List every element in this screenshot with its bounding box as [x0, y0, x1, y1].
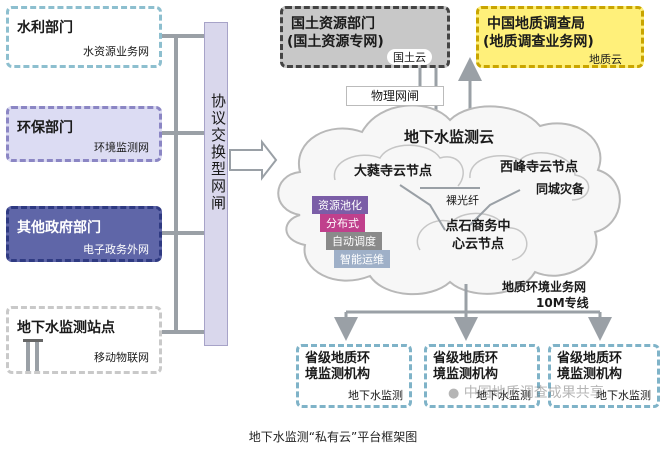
- gateway-arrow: [229, 139, 278, 181]
- network-line1: 地质环境业务网: [502, 280, 587, 294]
- protocol-gateway: 协议交换型网闸: [204, 22, 228, 346]
- cloud-node-dahui: 大蕤寺云节点: [354, 164, 433, 179]
- geo-survey-box: 中国地质调查局 (地质调查业务网) 地质云: [476, 6, 644, 68]
- land-sub: (国土资源专网): [287, 34, 384, 50]
- watermark: ● 中国地质调查成果共享: [448, 382, 604, 402]
- feature-smart-ops: 智能运维: [334, 250, 390, 268]
- geo-sub: (地质调查业务网): [483, 34, 594, 50]
- province-title: 省级地质环 境监测机构: [305, 351, 371, 382]
- province-title: 省级地质环 境监测机构: [557, 351, 623, 382]
- left-connectors: [160, 34, 206, 334]
- source-title: 地下水监测站点: [17, 320, 115, 336]
- source-box-env: 环保部门 环境监测网: [6, 106, 162, 162]
- land-resources-box: 国土资源部门 (国土资源专网) 国土云: [280, 6, 450, 68]
- physical-gateway: 物理网闸: [346, 86, 444, 106]
- well-icon: [23, 337, 43, 373]
- cloud-node-xifeng: 西峰寺云节点: [500, 160, 579, 175]
- figure-caption: 地下水监测“私有云”平台框架图: [248, 430, 418, 444]
- source-sub: 水资源业务网: [83, 45, 149, 58]
- source-box-gov: 其他政府部门 电子政务外网: [6, 206, 162, 262]
- land-title: 国土资源部门: [291, 16, 375, 32]
- source-title: 其他政府部门: [17, 220, 101, 236]
- network-line2: 10M专线: [536, 296, 589, 310]
- province-sub: 地下水监测: [476, 389, 531, 402]
- cloud-node-dianshi: 点石商务中 心云节点: [445, 219, 511, 252]
- province-sub: 地下水监测: [348, 389, 403, 402]
- cloud-title: 地下水监测云: [404, 128, 495, 146]
- geo-title: 中国地质调查局: [487, 16, 585, 32]
- geo-cloud-label: 地质云: [589, 53, 622, 66]
- land-cloud-label: 国土云: [387, 49, 432, 65]
- watermark-text: 中国地质调查成果共享: [463, 385, 604, 401]
- backup-label: 同城灾备: [536, 182, 585, 196]
- source-box-water: 水利部门 水资源业务网: [6, 6, 162, 68]
- fiber-links: [399, 184, 521, 231]
- source-sub: 移动物联网: [94, 351, 149, 364]
- province-title: 省级地质环 境监测机构: [433, 351, 499, 382]
- source-title: 水利部门: [17, 20, 73, 36]
- province-box-2: 省级地质环 境监测机构 地下水监测: [424, 344, 540, 408]
- feature-distributed: 分布式: [320, 214, 365, 232]
- source-title: 环保部门: [17, 120, 73, 136]
- source-sub: 电子政务外网: [83, 243, 149, 256]
- province-sub: 地下水监测: [596, 389, 651, 402]
- fiber-label: 裸光纤: [446, 194, 479, 207]
- wechat-icon: ●: [448, 386, 460, 401]
- feature-resource-pool: 资源池化: [312, 196, 368, 214]
- gateway-label: 协议交换型网闸: [209, 93, 227, 212]
- source-box-station: 地下水监测站点 移动物联网: [6, 306, 162, 374]
- province-box-3: 省级地质环 境监测机构 地下水监测: [548, 344, 660, 408]
- province-box-1: 省级地质环 境监测机构 地下水监测: [296, 344, 412, 408]
- bottom-connectors: [334, 284, 612, 341]
- source-sub: 环境监测网: [94, 141, 149, 154]
- feature-auto-schedule: 自动调度: [326, 232, 382, 250]
